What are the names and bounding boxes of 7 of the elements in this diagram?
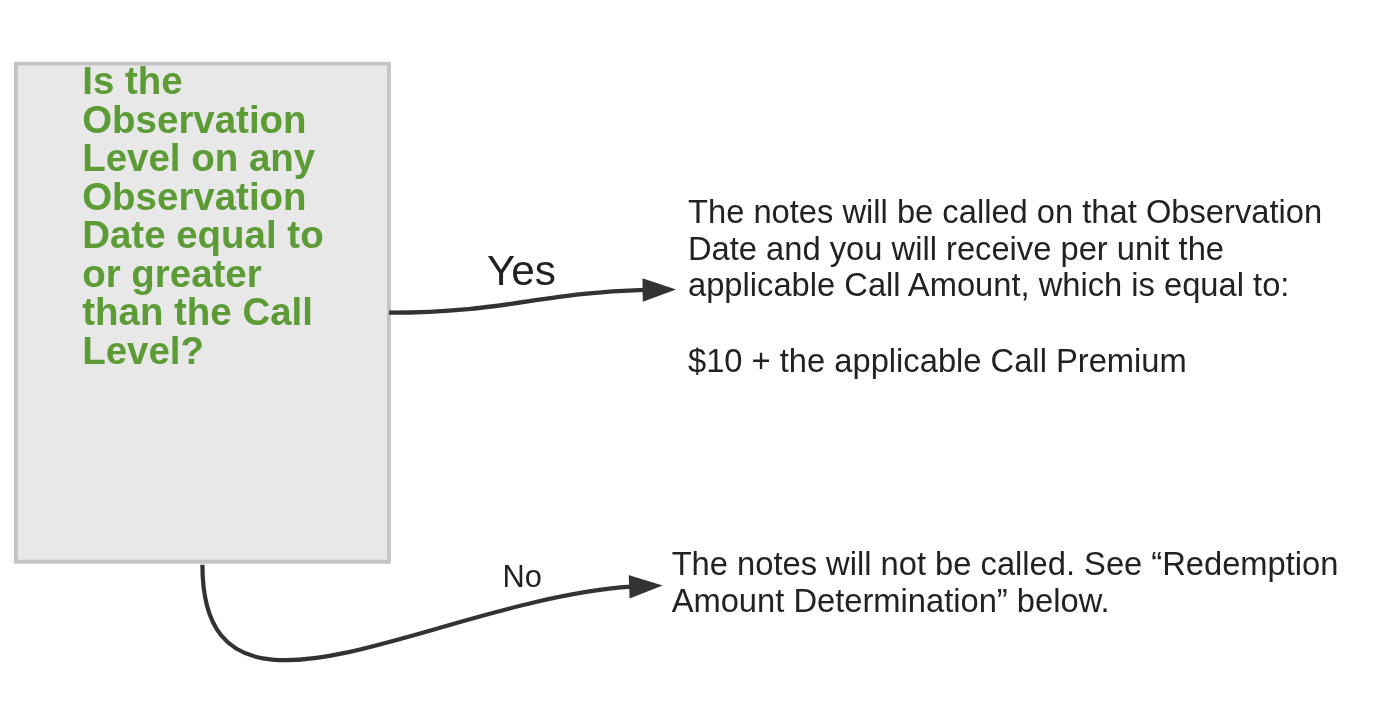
edge-label: No [502, 559, 542, 595]
node-box: Is the Observation Level on any Observation Date equal to or greater than the Call Level? [13, 61, 391, 564]
arrow [388, 278, 677, 315]
node-text: The notes will be called on that Observation Date and you will receive per unit the applicable Call Amount, which is equal to: $10 + the applicable Call Premium [688, 193, 1323, 379]
node-text: The notes will not be called. See “Redemption Amount Determination” below. [671, 545, 1339, 619]
edge-label: Yes [487, 247, 557, 295]
arrow [200, 564, 663, 662]
